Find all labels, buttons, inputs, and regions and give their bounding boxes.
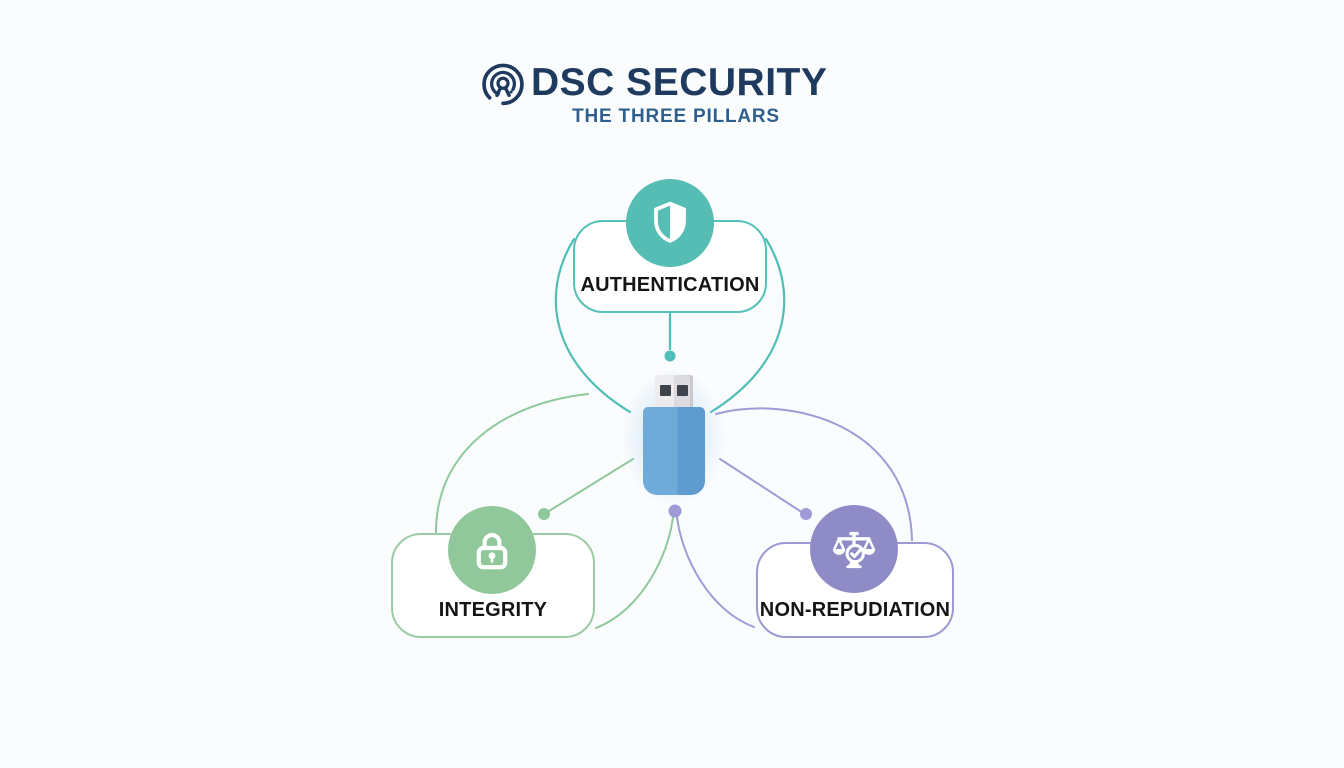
non-repudiation-label: NON-REPUDIATION [759, 599, 951, 621]
page-subtitle: THE THREE PILLARS [572, 106, 780, 127]
integrity-node-dot [538, 508, 550, 520]
shield-icon [654, 201, 686, 243]
authentication-badge [626, 179, 714, 267]
usb-connector [655, 375, 693, 409]
integrity-label: INTEGRITY [438, 599, 548, 621]
usb-pin-left [660, 385, 671, 396]
usb-pin-right [677, 385, 688, 396]
non-repudiation-badge [810, 505, 898, 593]
authentication-label: AUTHENTICATION [580, 274, 760, 296]
fingerprint-seal-icon [482, 63, 524, 106]
integrity-badge [448, 506, 536, 594]
scales-icon [832, 531, 876, 569]
nonrepudiation-node-dot [800, 508, 812, 520]
page-title: DSC SECURITY [531, 61, 828, 104]
usb-token-body [643, 407, 705, 495]
lock-icon [476, 532, 508, 570]
